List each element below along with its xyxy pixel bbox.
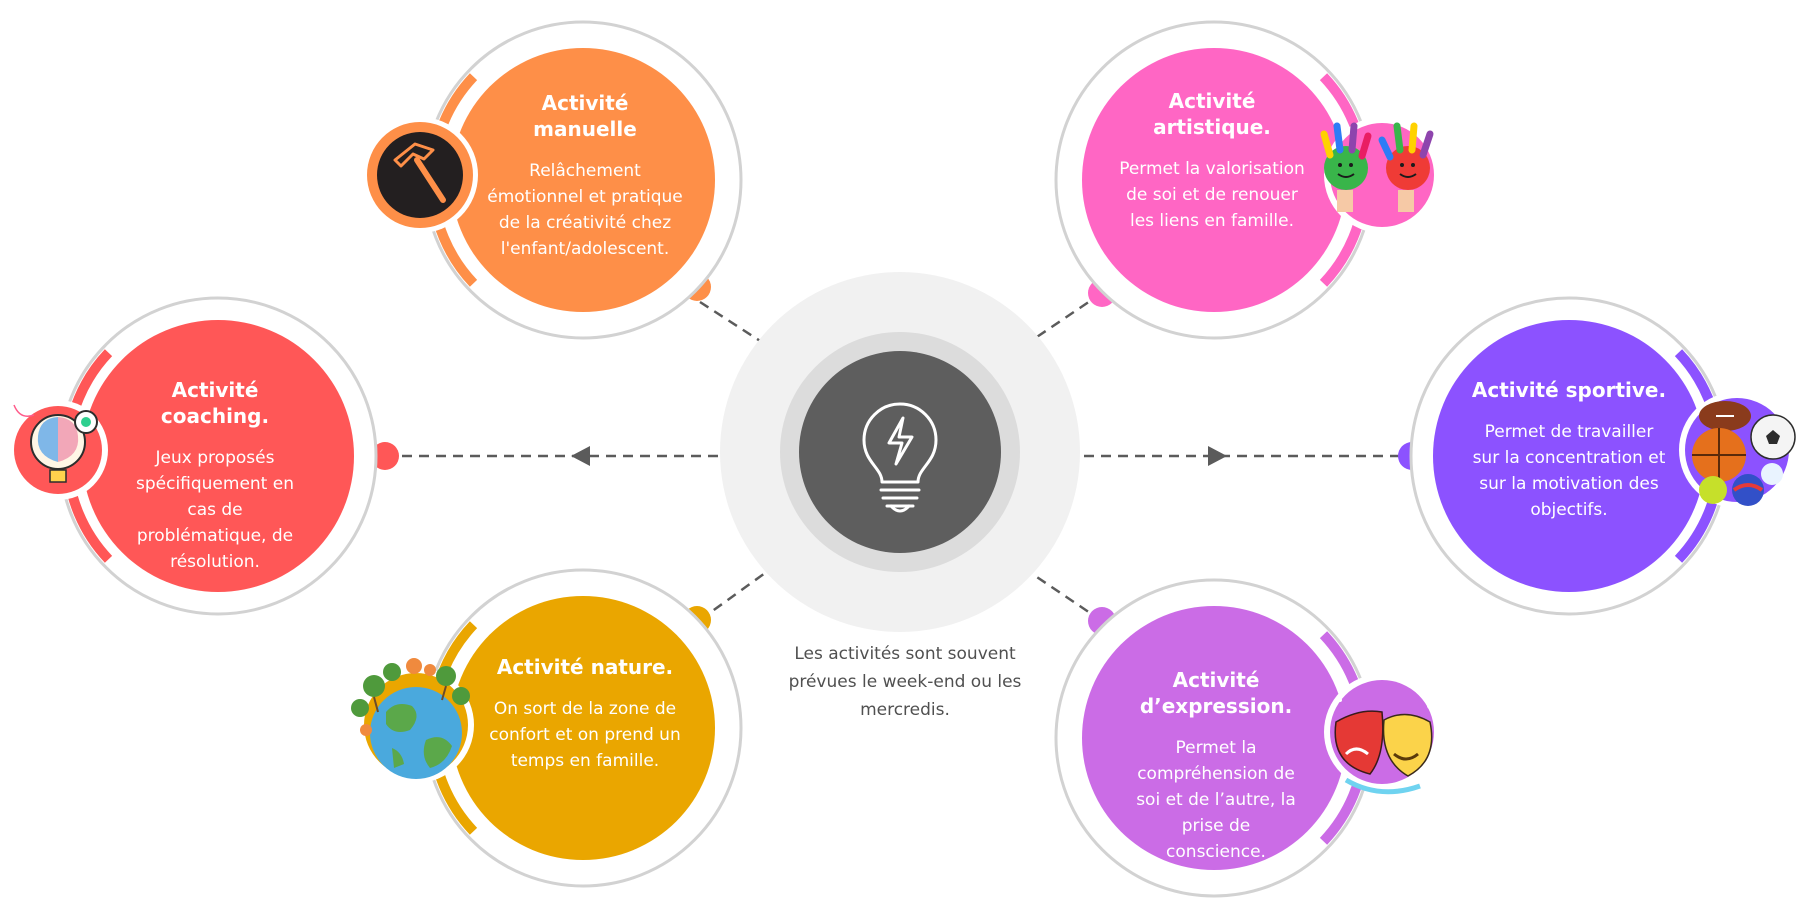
desc-artistique: Permet la valorisation de soi et de reno… [1119,159,1305,231]
title-nature: Activité nature. [496,655,674,679]
node-sportive [1409,296,1796,616]
desc-nature: On sort de la zone de confort et on pren… [489,699,681,771]
node-manuelle [362,20,743,340]
brain-lightbulb-icon [8,400,108,500]
desc-expression: Permet la compréhension de soi et de l’a… [1136,738,1296,862]
card-artistique: Activité artistique. Permet la valorisat… [1114,88,1310,234]
card-manuelle: Activité manuelle Relâchement émotionnel… [487,90,683,262]
arrow-left-icon [571,446,590,466]
title-sportive: Activité sportive. [1471,378,1667,402]
sports-balls-icon [1679,392,1796,508]
connector-artistique [984,291,1103,374]
desc-manuelle: Relâchement émotionnel et pratique de la… [487,161,683,259]
hammer-icon [362,117,478,233]
center-hub [720,272,1080,632]
title-coaching: Activité coaching. [160,378,270,428]
node-artistique [1054,20,1440,340]
painted-hands-icon [1320,117,1440,233]
desc-coaching: Jeux proposés spécifiquement en cas de p… [135,448,294,572]
center-note: Les activités sont souvent prévues le we… [788,644,1022,720]
lightbulb-icon [862,402,938,513]
arrow-right-icon [1208,446,1227,466]
card-sportive: Activité sportive. Permet de travailler … [1470,377,1668,523]
title-expression: Activité d’expression. [1139,668,1293,718]
dot-coaching [371,442,399,470]
globe-trees-icon [351,658,474,783]
title-artistique: Activité artistique. [1153,89,1271,139]
connector-expression [984,540,1103,623]
card-nature: Activité nature. On sort de la zone de c… [485,654,685,774]
theater-masks-icon [1324,674,1440,795]
node-coaching [8,296,378,616]
node-expression [1054,578,1440,898]
card-expression: Activité d’expression. Permet la compréh… [1098,667,1334,865]
card-coaching: Activité coaching. Jeux proposés spécifi… [116,377,314,575]
title-manuelle: Activité manuelle [533,91,637,141]
node-nature [351,568,743,888]
desc-sportive: Permet de travailler sur la concentratio… [1472,422,1666,520]
